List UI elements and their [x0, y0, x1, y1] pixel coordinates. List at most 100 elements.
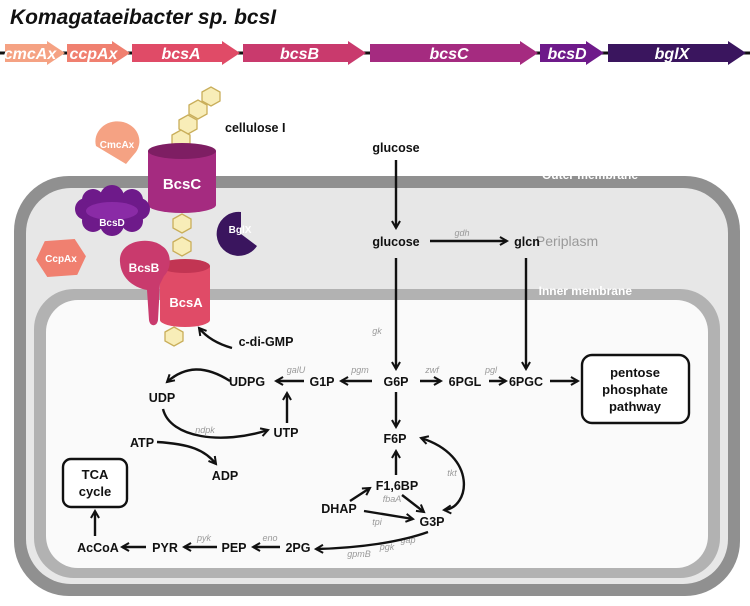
metabolite-g1p: G1P	[309, 375, 334, 389]
arrow-c-di-gmp-activation	[197, 326, 233, 350]
arrow-udpg-to-udp	[165, 368, 231, 384]
metabolite-utp: UTP	[274, 426, 299, 440]
metabolite-glucose-periplasm: glucose	[372, 235, 419, 249]
enzyme-pgl: pgl	[484, 365, 498, 375]
ppp-line-1: pentose	[610, 365, 660, 380]
gene-label-bcsC: bcsC	[429, 46, 469, 63]
bcsb-protein	[119, 240, 170, 326]
glucose-unit-hexagon	[164, 326, 184, 347]
metabolites: glucose glucose glcn c-di-GMP UDPG G1P G…	[77, 141, 543, 555]
gene-arrow-bcsA	[132, 41, 240, 65]
metabolite-udp: UDP	[149, 391, 175, 405]
metabolite-c-di-gmp: c-di-GMP	[239, 335, 294, 349]
cmcax-protein	[95, 121, 140, 164]
enzyme-pgk: pgk	[379, 542, 395, 552]
metabolite-f16bp: F1,6BP	[376, 479, 418, 493]
gene-arrow-bcsC	[370, 41, 538, 65]
enzyme-galU: galU	[287, 365, 306, 375]
enzyme-gdh: gdh	[454, 228, 469, 238]
cellulose-label: cellulose I	[225, 121, 285, 135]
tca-line-2: cycle	[79, 484, 112, 499]
gene-arrow-ccpAx	[67, 41, 130, 65]
bcsb-label: BcsB	[129, 261, 160, 275]
gene-arrow-bcsD	[540, 41, 604, 65]
gene-label-cmcAx: cmcAx	[4, 46, 58, 63]
gene-label-bcsD: bcsD	[547, 46, 587, 63]
gene-label-bcsB: bcsB	[280, 46, 319, 63]
bglx-protein	[216, 211, 257, 256]
arrow-atp-to-adp	[156, 440, 218, 466]
bcsc-label: BcsC	[163, 176, 202, 193]
metabolite-dhap: DHAP	[321, 502, 356, 516]
metabolite-g6p: G6P	[383, 375, 408, 389]
bcsc-top	[148, 143, 216, 159]
ppp-line-3: pathway	[609, 399, 662, 414]
enzyme-pgm: pgm	[350, 365, 369, 375]
bcsc-cylinder	[148, 151, 216, 213]
glucose-unit-hexagon	[172, 236, 192, 257]
outer-membrane-label: Outer membrane	[542, 168, 638, 182]
bcsd-label: BcsD	[99, 218, 125, 229]
glucose-unit-hexagon	[172, 213, 192, 234]
cytoplasm	[46, 300, 708, 568]
metabolite-6pgl: 6PGL	[449, 375, 482, 389]
gene-cluster: cmcAx ccpAx bcsA bcsB bcsC bcsD bglX	[0, 41, 750, 65]
enzyme-pyk: pyk	[196, 533, 212, 543]
enzyme-ndpk: ndpk	[195, 425, 215, 435]
tca-cycle-box: TCA cycle	[61, 457, 129, 509]
gene-arrow-cmcAx	[5, 41, 65, 65]
enzyme-tpi: tpi	[372, 517, 383, 527]
bcsa-cylinder	[160, 266, 210, 327]
metabolite-f6p: F6P	[384, 432, 407, 446]
arrow-dhap-to-f16bp	[349, 486, 372, 503]
gene-arrow-bglX	[608, 41, 746, 65]
ppp-line-2: phosphate	[602, 382, 668, 397]
gene-label-bcsA: bcsA	[161, 46, 200, 63]
metabolite-accoa: AcCoA	[77, 541, 119, 555]
metabolite-glucose-extracellular: glucose	[372, 141, 419, 155]
arrow-f16bp-to-g3p	[401, 494, 426, 514]
tca-line-1: TCA	[82, 467, 109, 482]
pentose-phosphate-frame	[580, 353, 691, 425]
enzyme-fbaA: fbaA	[383, 494, 402, 504]
metabolite-pep: PEP	[221, 541, 246, 555]
glucose-unit-hexagon	[178, 114, 198, 135]
diagram-title: Komagataeibacter sp. bcsI	[10, 6, 277, 29]
reaction-arrows	[90, 160, 581, 554]
arrow-f6p-g3p-tkt	[419, 435, 465, 515]
enzyme-gap: gap	[400, 535, 415, 545]
arrow-g3p-to-2pg	[313, 530, 429, 554]
enzyme-tkt: tkt	[447, 468, 457, 478]
arrow-udp-to-utp	[161, 408, 270, 439]
enzyme-gpmB: gpmB	[347, 549, 371, 559]
glucose-unit-hexagon	[201, 86, 221, 107]
metabolite-glcn: glcn	[514, 235, 540, 249]
pentose-phosphate-box: pentose phosphate pathway	[580, 353, 691, 425]
enzymes: gdh gk galU pgm zwf pgl ndpk tkt fbaA tp…	[195, 228, 498, 559]
enzyme-gk: gk	[372, 326, 382, 336]
gene-label-bglX: bglX	[655, 46, 691, 63]
metabolite-2pg: 2PG	[285, 541, 310, 555]
enzyme-zwf: zwf	[424, 365, 440, 375]
metabolite-adp: ADP	[212, 469, 238, 483]
bglx-label: BglX	[229, 225, 252, 236]
gene-arrow-bcsB	[243, 41, 366, 65]
enzyme-eno: eno	[262, 533, 277, 543]
cellulose-synthase-complex: CmcAx BcsC BcsD CcpAx BglX BcsA BcsB	[36, 121, 257, 327]
periplasm-label: Periplasm	[536, 233, 598, 249]
gene-label-ccpAx: ccpAx	[69, 46, 118, 63]
ccpax-label: CcpAx	[45, 254, 77, 265]
metabolite-atp: ATP	[130, 436, 154, 450]
tca-frame	[61, 457, 129, 509]
bcsa-label: BcsA	[169, 295, 203, 310]
glucose-unit-hexagon	[188, 99, 208, 120]
ccpax-protein	[36, 238, 86, 278]
bcsa-top	[160, 259, 210, 273]
metabolite-pyr: PYR	[152, 541, 178, 555]
inner-membrane-label: Inner membrane	[539, 284, 633, 298]
metabolite-g3p: G3P	[419, 515, 444, 529]
metabolite-6pgc: 6PGC	[509, 375, 543, 389]
bcsd-inner	[86, 202, 138, 220]
cmcax-label: CmcAx	[100, 140, 135, 151]
